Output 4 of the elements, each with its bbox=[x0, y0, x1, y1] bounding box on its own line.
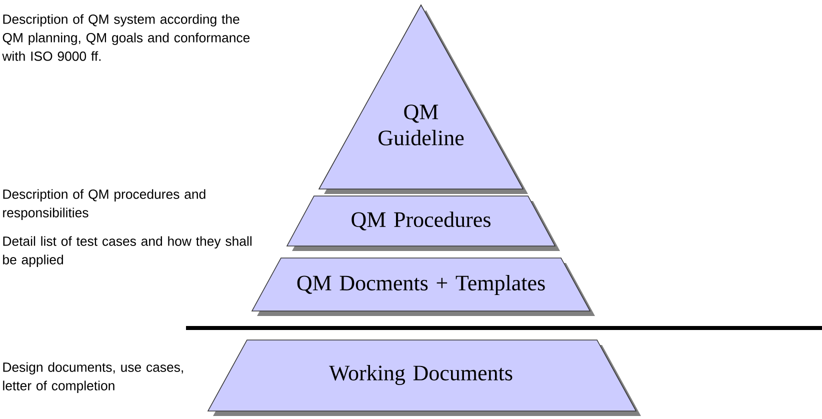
description-text: Description of QM system according the QM planning, QM goals and conformance with ISO 9000 ff. bbox=[2, 14, 250, 61]
description-text: Description of QM procedures and responsibilities bbox=[3, 189, 206, 220]
description-text: Detail list of test cases and how they shall be applied bbox=[3, 236, 252, 267]
description-text: Design documents, use cases, letter of completion bbox=[3, 362, 183, 393]
